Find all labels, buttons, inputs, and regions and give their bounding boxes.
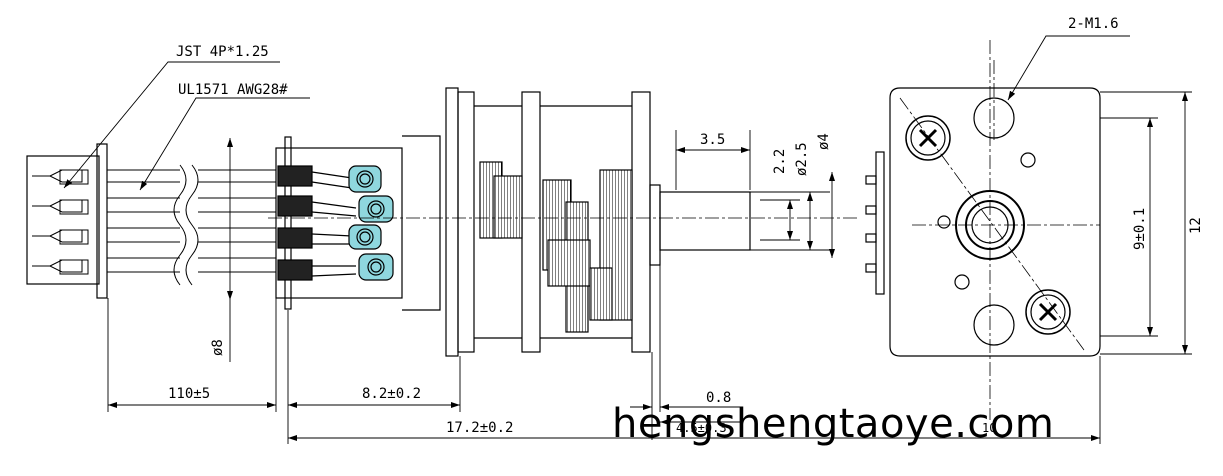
wire-bundle [107,164,276,286]
gearbox [445,87,751,357]
motor-body [275,135,441,311]
dimension-labels: JST 4P*1.25 UL1571 AWG28# 2-M1.6 3.5 2.2… [168,16,1204,436]
motor-length-label: 8.2±0.2 [362,386,421,402]
d25-label: ø2.5 [794,142,810,176]
d22-label: 2.2 [772,149,788,174]
end-view [865,87,1101,357]
connector-label: JST 4P*1.25 [176,44,269,60]
hole-pitch-label: 9±0.1 [1132,208,1148,250]
shaft-extension-label: 4.5±0.3 [676,421,727,435]
jst-connector [26,143,108,299]
d4-label: ø4 [816,133,832,150]
height-label: 12 [1188,217,1204,234]
shaft-length-label: 3.5 [700,132,725,148]
watermark: hengshengtaoye.com [612,401,1055,447]
total-length-label: 17.2±0.2 [446,420,513,436]
flange-label: 0.8 [706,390,731,406]
wire-label: UL1571 AWG28# [178,82,288,98]
screw-label: 2-M1.6 [1068,16,1119,32]
cable-length-label: 110±5 [168,386,210,402]
dimension-lines [63,35,1192,444]
d8-label: ø8 [210,339,226,356]
center-lines [268,40,1100,420]
width-label: 10 [982,421,996,435]
